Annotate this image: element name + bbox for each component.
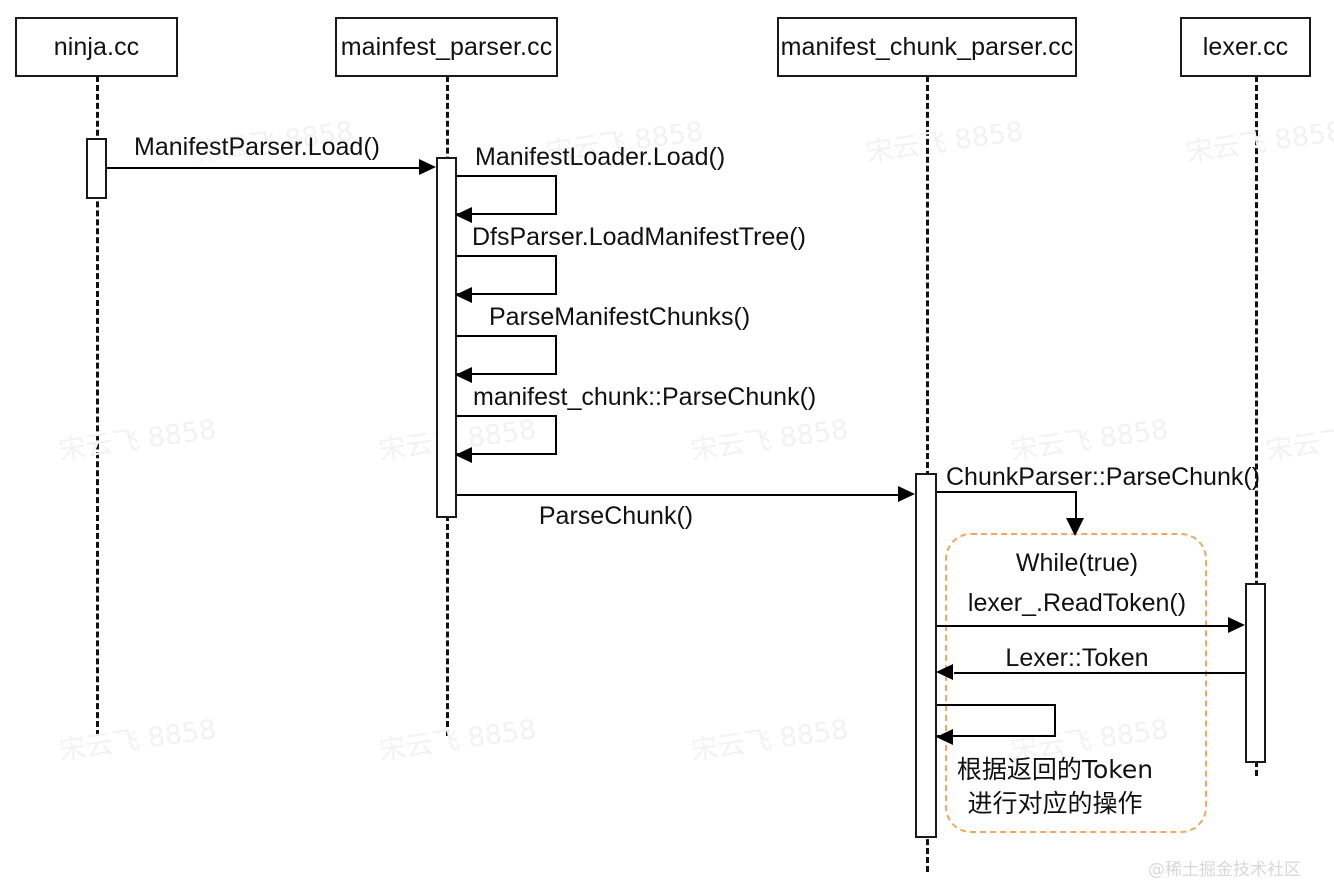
watermark-tile: 宋云飞 8858 <box>57 414 219 467</box>
arrow-head-icon <box>455 447 472 463</box>
corner-watermark: @稀土掘金技术社区 <box>1148 860 1301 880</box>
activation-parser <box>436 157 457 518</box>
arrow-head-icon <box>936 664 953 680</box>
watermark-tile: 宋云飞 8858 <box>1264 414 1334 467</box>
activation-lexer <box>1245 583 1266 763</box>
arrow-head-icon <box>419 159 436 175</box>
self-call-manifest-chunk-parsechunk <box>457 415 557 455</box>
lifeline-lexer <box>1255 76 1258 776</box>
watermark-tile: 宋云飞 8858 <box>864 116 1026 169</box>
message-line-parsechunk <box>457 494 909 496</box>
message-line-manifest-parser-load <box>107 167 425 169</box>
watermark-tile: 宋云飞 8858 <box>689 414 851 467</box>
participant-ninja[interactable]: ninja.cc <box>15 17 178 77</box>
participant-mainfest-parser[interactable]: mainfest_parser.cc <box>335 17 558 77</box>
watermark-tile: 宋云飞 8858 <box>689 714 851 767</box>
self-call-parsemanifestchunks <box>457 335 557 375</box>
elbow-horizontal-segment <box>937 491 1076 493</box>
self-call-dfsparser-loadmanifesttree <box>457 255 557 295</box>
participant-manifest-chunk-parser[interactable]: manifest_chunk_parser.cc <box>777 17 1077 77</box>
self-call-handle-token <box>937 704 1056 737</box>
arrow-head-icon <box>455 287 472 303</box>
watermark-tile: 宋云飞 8858 <box>57 714 219 767</box>
watermark-tile: 宋云飞 8858 <box>377 714 539 767</box>
loop-fragment-label: While(true) <box>1015 549 1139 577</box>
watermark-tile: 宋云飞 8858 <box>1184 116 1334 169</box>
message-label-dfsparser-loadmanifesttree: DfsParser.LoadManifestTree() <box>472 223 806 251</box>
participant-lexer[interactable]: lexer.cc <box>1180 17 1311 77</box>
arrow-head-icon <box>936 729 953 745</box>
message-label-manifest-loader-load: ManifestLoader.Load() <box>475 143 726 171</box>
message-label-parsechunk: ParseChunk() <box>538 502 694 530</box>
activation-chunk-parser <box>915 473 937 838</box>
message-label-lexer-token: Lexer::Token <box>1005 644 1149 672</box>
watermark-tile: 宋云飞 8858 <box>1009 414 1171 467</box>
arrow-head-icon <box>455 207 472 223</box>
participant-label: ninja.cc <box>53 32 140 61</box>
message-line-lexer-token <box>954 672 1245 674</box>
message-line-lexer-readtoken <box>937 625 1237 627</box>
arrow-head-icon <box>455 367 472 383</box>
activation-ninja <box>86 138 107 199</box>
participant-label: mainfest_parser.cc <box>340 32 553 61</box>
arrow-head-icon <box>1228 617 1245 633</box>
self-call-manifest-loader-load <box>457 175 557 215</box>
message-label-handle-token: 根据返回的Token 进行对应的操作 <box>956 755 1154 818</box>
message-label-parsemanifestchunks: ParseManifestChunks() <box>489 303 751 331</box>
participant-label: lexer.cc <box>1202 32 1289 61</box>
message-label-lexer-readtoken: lexer_.ReadToken() <box>967 589 1187 617</box>
arrow-head-icon <box>898 486 915 502</box>
lifeline-ninja <box>96 76 99 736</box>
elbow-vertical-segment <box>1075 491 1077 523</box>
arrow-head-icon <box>1066 518 1084 536</box>
message-label-manifest-parser-load: ManifestParser.Load() <box>134 133 380 161</box>
message-label-chunkparser-parsechunk: ChunkParser::ParseChunk() <box>946 463 1261 491</box>
participant-label: manifest_chunk_parser.cc <box>780 32 1074 61</box>
message-label-manifest-chunk-parsechunk: manifest_chunk::ParseChunk() <box>473 383 817 411</box>
